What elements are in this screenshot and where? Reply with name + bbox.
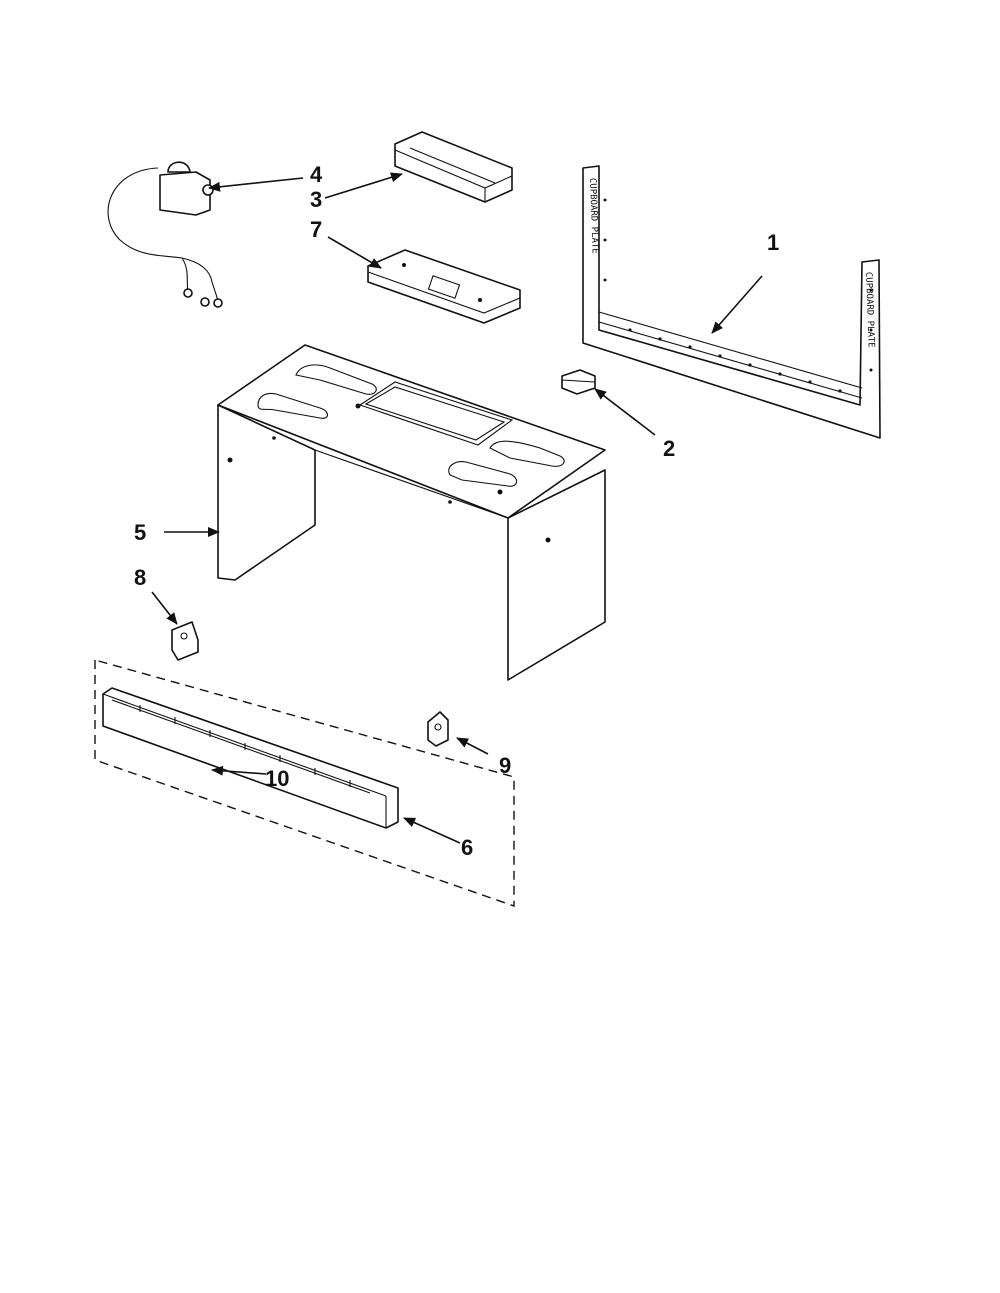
clip-part — [561, 369, 596, 395]
small-bracket-part — [171, 621, 199, 661]
callout-8: 8 — [134, 565, 146, 590]
trim-bar-part — [102, 687, 399, 829]
top-vent-part — [394, 131, 513, 203]
callout-2: 2 — [663, 436, 675, 461]
leader-lines — [151, 172, 763, 844]
assembly-group-outline — [94, 659, 515, 907]
callout-3: 3 — [310, 187, 322, 212]
callout-9: 9 — [499, 753, 511, 778]
cabinet-housing-part — [217, 344, 606, 681]
tab-bracket-part — [427, 711, 449, 747]
callout-7: 7 — [310, 217, 322, 242]
callout-1: 1 — [767, 230, 779, 255]
callout-5: 5 — [134, 520, 146, 545]
bracket-plate-part — [367, 249, 521, 324]
callout-4: 4 — [310, 162, 323, 187]
cupboard-plate-part: CUPBOARD PLATE CUPBOARD PLATE — [582, 165, 881, 439]
callout-10: 10 — [265, 766, 289, 791]
sensor-harness-part — [107, 161, 223, 308]
plate-label-left: CUPBOARD PLATE — [587, 178, 600, 254]
plate-label-right: CUPBOARD PLATE — [863, 272, 876, 348]
callout-labels: 1 2 3 4 5 6 7 8 9 10 — [134, 162, 779, 860]
callout-6: 6 — [461, 835, 473, 860]
